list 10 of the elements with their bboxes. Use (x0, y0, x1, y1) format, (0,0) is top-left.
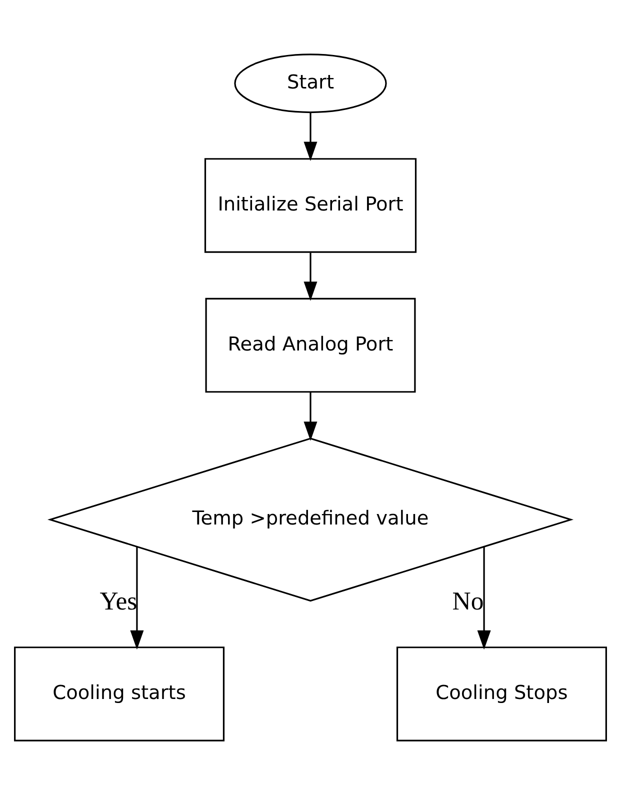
arrow (304, 252, 318, 300)
node-box: Read Analog Port (205, 297, 416, 392)
node-box: Cooling Stops (396, 646, 607, 741)
node-ellipse: Start (234, 53, 387, 113)
arrow (477, 546, 491, 650)
arrow (130, 546, 144, 650)
node-box: Initialize Serial Port (204, 158, 417, 252)
node-box: Cooling starts (14, 646, 225, 741)
arrow (304, 392, 318, 440)
arrow (304, 112, 318, 161)
